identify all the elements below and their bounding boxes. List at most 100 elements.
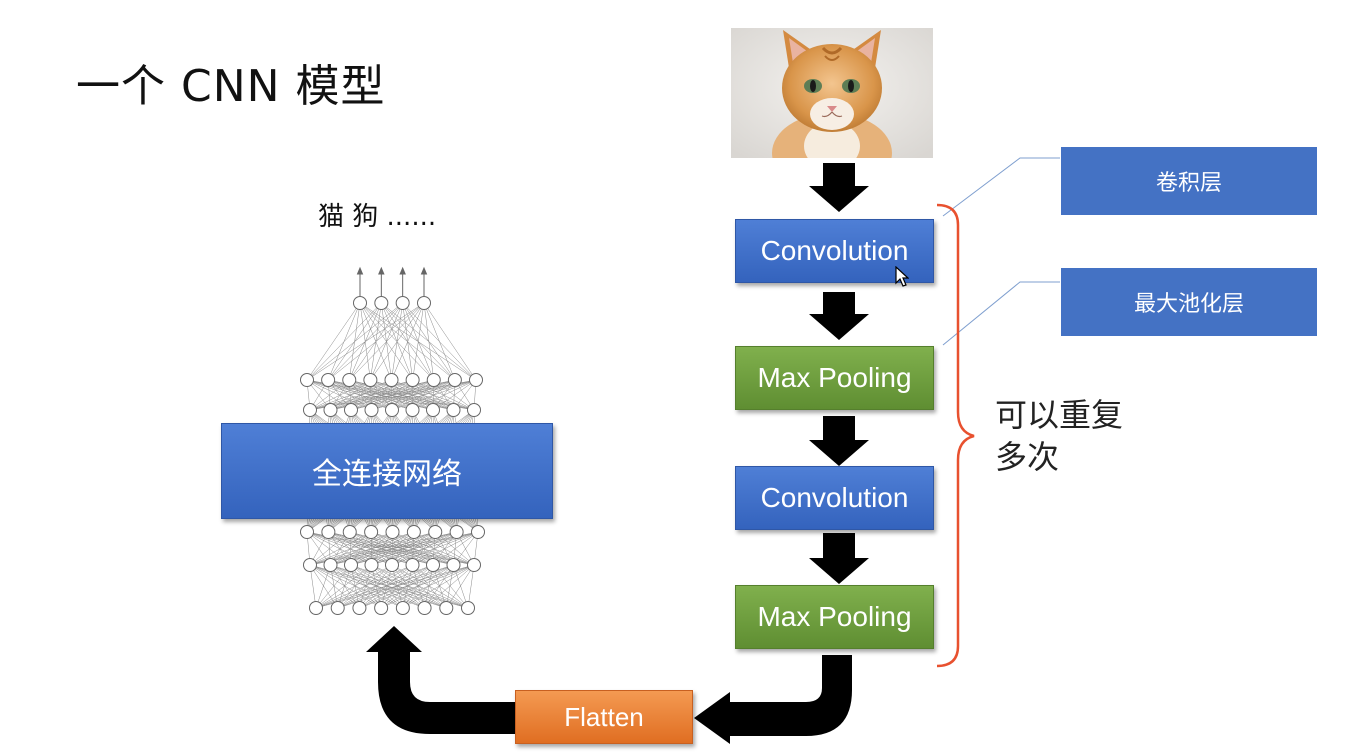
flatten-step: Flatten	[515, 690, 693, 744]
nn-node	[385, 558, 399, 572]
nn-edge	[309, 564, 403, 609]
nn-edge	[309, 379, 477, 411]
nn-node	[323, 403, 338, 417]
nn-node	[417, 296, 431, 310]
nn-edge	[412, 564, 469, 609]
nn-node	[300, 373, 314, 387]
nn-edge	[330, 564, 447, 609]
nn-node	[374, 296, 389, 310]
nn-edge	[349, 531, 393, 566]
nn-node	[385, 403, 399, 417]
nn-edge	[391, 531, 479, 566]
max-pooling-step-1: Max Pooling	[735, 346, 934, 410]
nn-node	[364, 558, 379, 572]
nn-edge	[349, 302, 425, 381]
repeat-note-line-1: 可以重复	[995, 396, 1124, 434]
nn-edge	[371, 531, 434, 566]
nn-edge	[446, 564, 454, 609]
nn-edge	[309, 564, 425, 609]
nn-node	[303, 403, 317, 417]
nn-edge	[392, 531, 454, 566]
nn-edge	[370, 302, 425, 381]
nn-edge	[309, 531, 393, 566]
nn-edge	[402, 564, 454, 609]
nn-edge	[309, 564, 317, 609]
nn-node	[321, 525, 336, 539]
nn-edge	[371, 531, 454, 566]
nn-edge	[337, 564, 352, 609]
max-pooling-step-2: Max Pooling	[735, 585, 934, 649]
nn-edge	[423, 302, 434, 381]
repeat-note-line-2: 多次	[995, 438, 1060, 476]
nn-edge	[402, 564, 434, 609]
nn-edge	[309, 564, 447, 609]
nn-edge	[309, 564, 338, 609]
nn-edge	[402, 564, 413, 609]
nn-edge	[315, 564, 372, 609]
nn-edge	[392, 531, 475, 566]
nn-edge	[359, 564, 393, 609]
nn-node	[374, 601, 389, 615]
nn-edge	[337, 564, 475, 609]
nn-node	[395, 601, 410, 615]
nn-edge	[413, 531, 454, 566]
nn-node	[439, 601, 454, 615]
nn-edge	[309, 531, 372, 566]
nn-edge	[402, 564, 475, 609]
nn-node	[405, 403, 420, 417]
nn-edge	[381, 564, 475, 609]
fully-connected-network-box: 全连接网络	[221, 423, 553, 519]
nn-edge	[330, 564, 360, 609]
nn-edge	[350, 564, 382, 609]
nn-edge	[371, 564, 469, 609]
nn-node	[353, 296, 367, 310]
nn-output-arrowhead	[420, 266, 428, 275]
repeat-note: 可以重复 多次	[995, 394, 1123, 478]
nn-node	[446, 558, 461, 572]
nn-edge	[371, 564, 425, 609]
nn-edge	[371, 564, 404, 609]
nn-edge	[328, 531, 413, 566]
nn-node	[384, 373, 399, 387]
nn-edge	[309, 564, 382, 609]
nn-node	[323, 558, 338, 572]
nn-edge	[330, 564, 382, 609]
nn-edge	[328, 531, 393, 566]
nn-node	[364, 403, 379, 417]
nn-edge	[391, 564, 425, 609]
nn-edge	[306, 302, 361, 381]
nn-edge	[432, 531, 479, 566]
down-arrow-icon	[809, 533, 869, 584]
nn-node	[344, 403, 358, 417]
nn-edge	[370, 531, 413, 566]
output-classes-label: 猫 狗 ......	[318, 202, 437, 232]
down-arrow-icon	[809, 163, 869, 212]
nn-edge	[330, 564, 338, 609]
nn-edge	[424, 564, 454, 609]
nn-node	[469, 373, 483, 387]
nn-output-arrowhead	[378, 266, 385, 275]
nn-edge	[359, 564, 372, 609]
down-arrow-icon	[809, 292, 869, 340]
nn-edge	[306, 531, 352, 566]
nn-edge	[306, 302, 425, 381]
nn-edge	[453, 564, 469, 609]
nn-edge	[359, 564, 475, 609]
nn-edge	[315, 564, 413, 609]
nn-edge	[349, 531, 413, 566]
curved-arrow-to-network-icon	[366, 626, 515, 734]
nn-edge	[392, 531, 434, 566]
nn-node	[342, 373, 357, 387]
nn-edge	[315, 564, 352, 609]
nn-output-arrowhead	[399, 266, 406, 275]
nn-node	[467, 558, 481, 572]
cursor-icon	[895, 266, 909, 287]
nn-edge	[306, 302, 403, 381]
nn-edge	[350, 564, 425, 609]
nn-edge	[423, 302, 477, 381]
nn-edge	[306, 302, 382, 381]
repeat-brace	[936, 203, 975, 668]
nn-edge	[371, 564, 382, 609]
nn-edge	[315, 564, 475, 609]
nn-node	[426, 403, 440, 417]
